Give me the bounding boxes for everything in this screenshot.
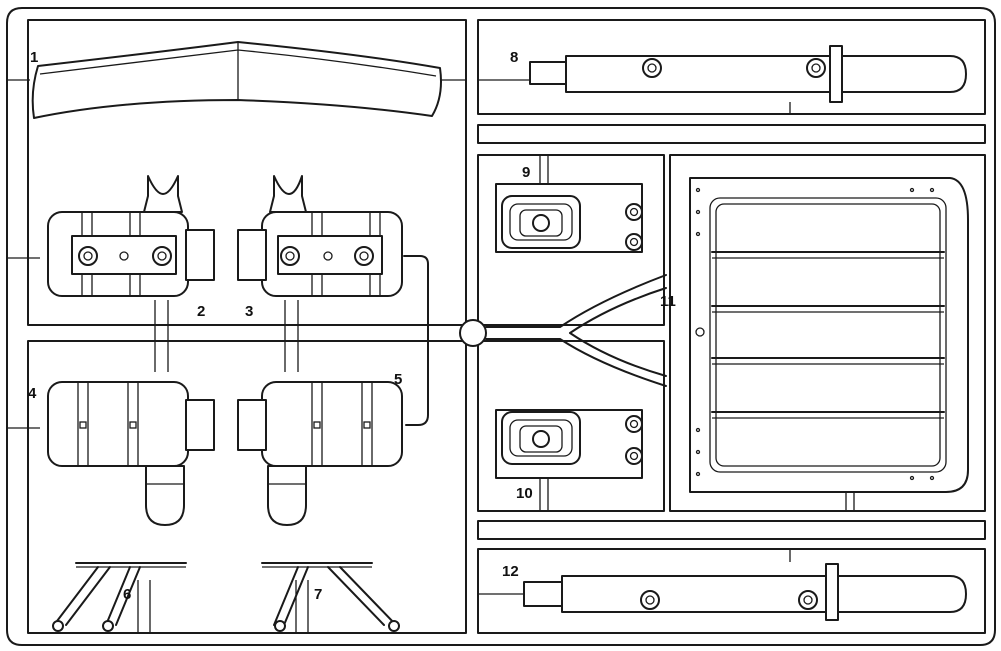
part-label-9: 9 (522, 164, 530, 181)
part-number-labels: 1 2 3 4 5 6 7 8 9 10 11 12 (28, 49, 676, 603)
part-12-arm (478, 549, 967, 621)
part-4-tank (47, 381, 215, 526)
part-label-2: 2 (197, 303, 205, 320)
part-5-tank (237, 381, 403, 526)
part-9-plate (495, 155, 643, 253)
part-label-1: 1 (30, 49, 38, 66)
part-1-visor (31, 41, 466, 119)
part-label-10: 10 (516, 485, 533, 502)
sprue-hub (459, 319, 487, 347)
part-3-tank (237, 175, 429, 426)
part-label-11: 11 (660, 293, 676, 310)
part-10-plate (495, 409, 643, 511)
part-label-4: 4 (28, 385, 37, 402)
part-label-8: 8 (510, 49, 518, 66)
part-2-tank (47, 175, 215, 297)
part-6-bracket (52, 562, 187, 632)
part-8-arm (478, 45, 967, 114)
sprue-frame (6, 7, 996, 646)
part-label-5: 5 (394, 371, 402, 388)
part-7-bracket (261, 562, 400, 632)
part-label-3: 3 (245, 303, 253, 320)
part-label-12: 12 (502, 563, 519, 580)
part-11-grille (689, 177, 969, 511)
part-label-6: 6 (123, 586, 131, 603)
part-label-7: 7 (314, 586, 322, 603)
